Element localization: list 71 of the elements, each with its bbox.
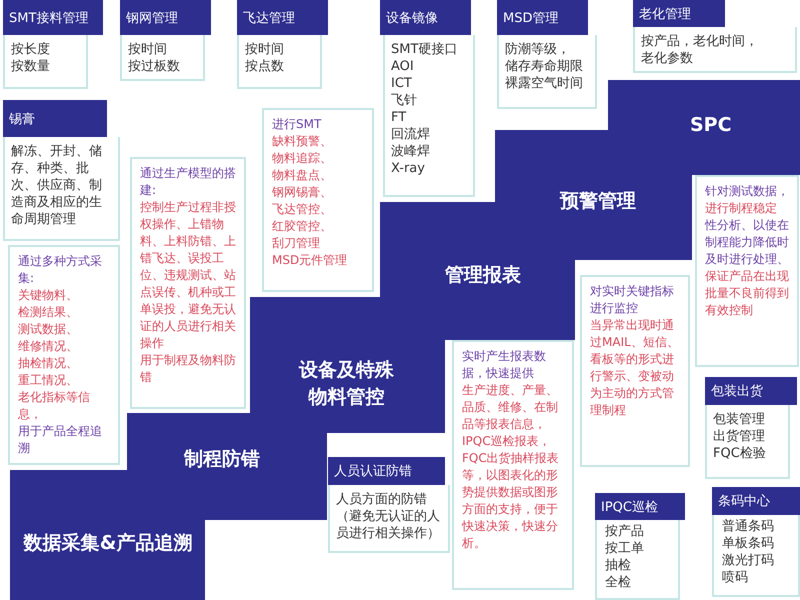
list-item: 按点数: [245, 58, 285, 75]
card-header: IPQC巡检: [595, 493, 685, 520]
step-label: 管理报表: [444, 263, 522, 288]
card-body: [705, 405, 790, 479]
card-header: 锡膏: [3, 100, 107, 137]
note-text: 实时产生报表数据，快速提供 生产进度、产量、品质、维修、在制品等报表信息，IPQC巡检报表，FQC出货抽样报表等，以图表化的形势提供数据或图形方面的支持，便于快速决策，快速分析。: [462, 348, 560, 552]
card-header: 条码中心: [712, 487, 800, 515]
note-text: 通过多种方式采集: 关键物料、 检测结果、 测试数据、 维修情况、 抽检情况、 重工情况、 老化指标等信息， 用于产品全程追溯: [18, 253, 103, 457]
list-item: X-ray: [391, 160, 426, 177]
list-item: 人员方面的防错（避免无认证的人员进行相关操作）: [336, 491, 441, 542]
step-label: 设备及特殊物料管控: [298, 358, 395, 410]
card-header: 飞达管理: [237, 0, 328, 35]
list-item: 回流焊: [391, 126, 431, 143]
card-body: [3, 137, 120, 241]
list-item: 包装管理: [713, 411, 766, 428]
card-body: [712, 515, 800, 597]
note-box: [452, 340, 574, 590]
note-text: 针对测试数据， 进行制程稳定 性分析、以使在制程能力降低时及时进行处理、 保证产品在出现批量不良前得到有效控制: [705, 183, 789, 319]
list-item: 抽检: [605, 557, 632, 574]
card-body: [595, 520, 680, 600]
list-item: 普通条码: [722, 518, 775, 535]
card-header: 设备镜像: [380, 0, 471, 35]
list-item: 裸露空气时间: [505, 75, 584, 92]
list-item: 防潮等级，: [505, 41, 571, 58]
note-text: 进行SMT 缺料预警、 物料追踪、 物料盘点、 钢网锡膏、 飞达管控、 红胶管控、 刮刀管理 MSD元件管理: [272, 116, 348, 269]
list-item: AOI: [391, 58, 415, 75]
card-body: [120, 35, 205, 81]
step-label: SPC: [690, 113, 730, 138]
list-item: FQC检验: [713, 445, 767, 462]
list-item: 出货管理: [713, 428, 766, 445]
card-header: MSD管理: [497, 0, 588, 35]
list-item: 单板条码: [722, 535, 775, 552]
list-item: 按长度: [11, 41, 51, 58]
note-text: 对实时关键指标进行监控 当异常出现时通过MAIL、短信、看板等的形式进行警示、变被动为主动的方式管理制程: [590, 283, 680, 419]
list-item: 飞针: [391, 92, 418, 109]
card-body: [3, 35, 88, 89]
card-header: 钢网管理: [120, 0, 211, 35]
list-item: 按产品: [605, 523, 645, 540]
step-label: 制程防错: [182, 447, 261, 472]
list-item: 全检: [605, 574, 632, 591]
card-header: 人员认证防错: [328, 457, 445, 485]
note-box: [8, 245, 120, 465]
list-item: 喷码: [722, 569, 749, 586]
list-item: 解冻、开封、储存、种类、批次、供应商、制造商及相应的生命周期管理: [11, 143, 103, 228]
card-body: [328, 485, 450, 553]
list-item: 按数量: [11, 58, 51, 75]
list-item: SMT硬接口: [391, 41, 458, 58]
card-header: 包装出货: [705, 377, 797, 405]
list-item: 按时间: [245, 41, 285, 58]
step-label: 数据采集&产品追溯: [22, 531, 194, 556]
card-body: [497, 35, 597, 109]
step-label: 预警管理: [558, 189, 637, 214]
list-item: ICT: [391, 75, 413, 92]
list-item: 按产品，老化时间，老化参数: [641, 33, 759, 67]
list-item: 波峰焊: [391, 143, 431, 160]
card-body: [633, 27, 797, 73]
note-box: [130, 157, 246, 409]
list-item: 储存寿命期限: [505, 58, 584, 75]
card-header: 老化管理: [633, 0, 725, 27]
card-body: [383, 35, 475, 197]
list-item: FT: [391, 109, 408, 126]
note-box: [580, 275, 690, 467]
note-box: [262, 108, 374, 292]
note-text: 通过生产模型的搭建: 控制生产过程非授权操作、上错物料、上料防错、上错飞达、误投工位、违规测试、站点误传、机种或工单误投，避免无认证的人员进行相关操作 用于制程及物料防错: [140, 165, 236, 386]
list-item: 按时间: [128, 41, 168, 58]
list-item: 激光打码: [722, 552, 775, 569]
list-item: 按工单: [605, 540, 645, 557]
list-item: 按过板数: [128, 58, 181, 75]
card-header: SMT接料管理: [3, 0, 103, 35]
note-box: [695, 175, 799, 367]
card-body: [237, 35, 322, 89]
